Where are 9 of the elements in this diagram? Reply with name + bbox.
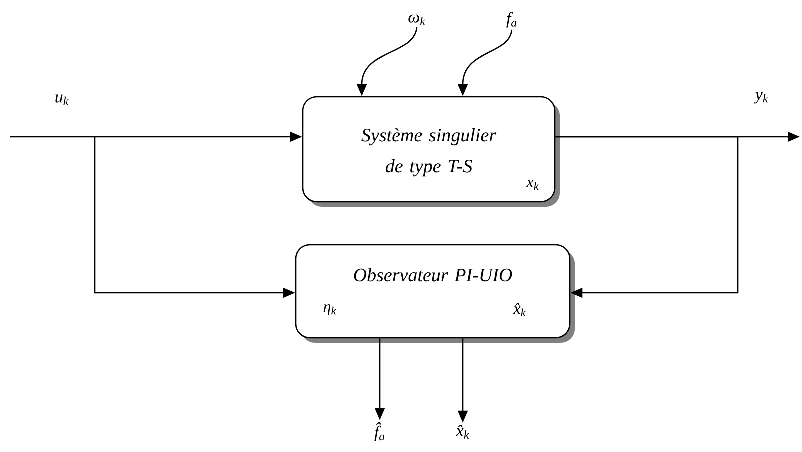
rounded-box: Observateur PI-UIO η$_{k}$ x̂$_{k}$ [295, 244, 575, 343]
arrow [556, 136, 739, 298]
math-symbol: x̂$_{k}$ [456, 425, 470, 439]
edge-label: y$_{k}$ [754, 91, 770, 105]
edge-label: u$_{k}$ [54, 94, 70, 106]
math-symbol: f̂$_{a}$ [374, 422, 385, 442]
rounded-box: Système singulier de type T-S x$_{k}$ [302, 96, 560, 207]
math-symbol: f$_{a}$ [506, 12, 517, 28]
math-symbol: ω$_{k}$ [408, 14, 426, 26]
